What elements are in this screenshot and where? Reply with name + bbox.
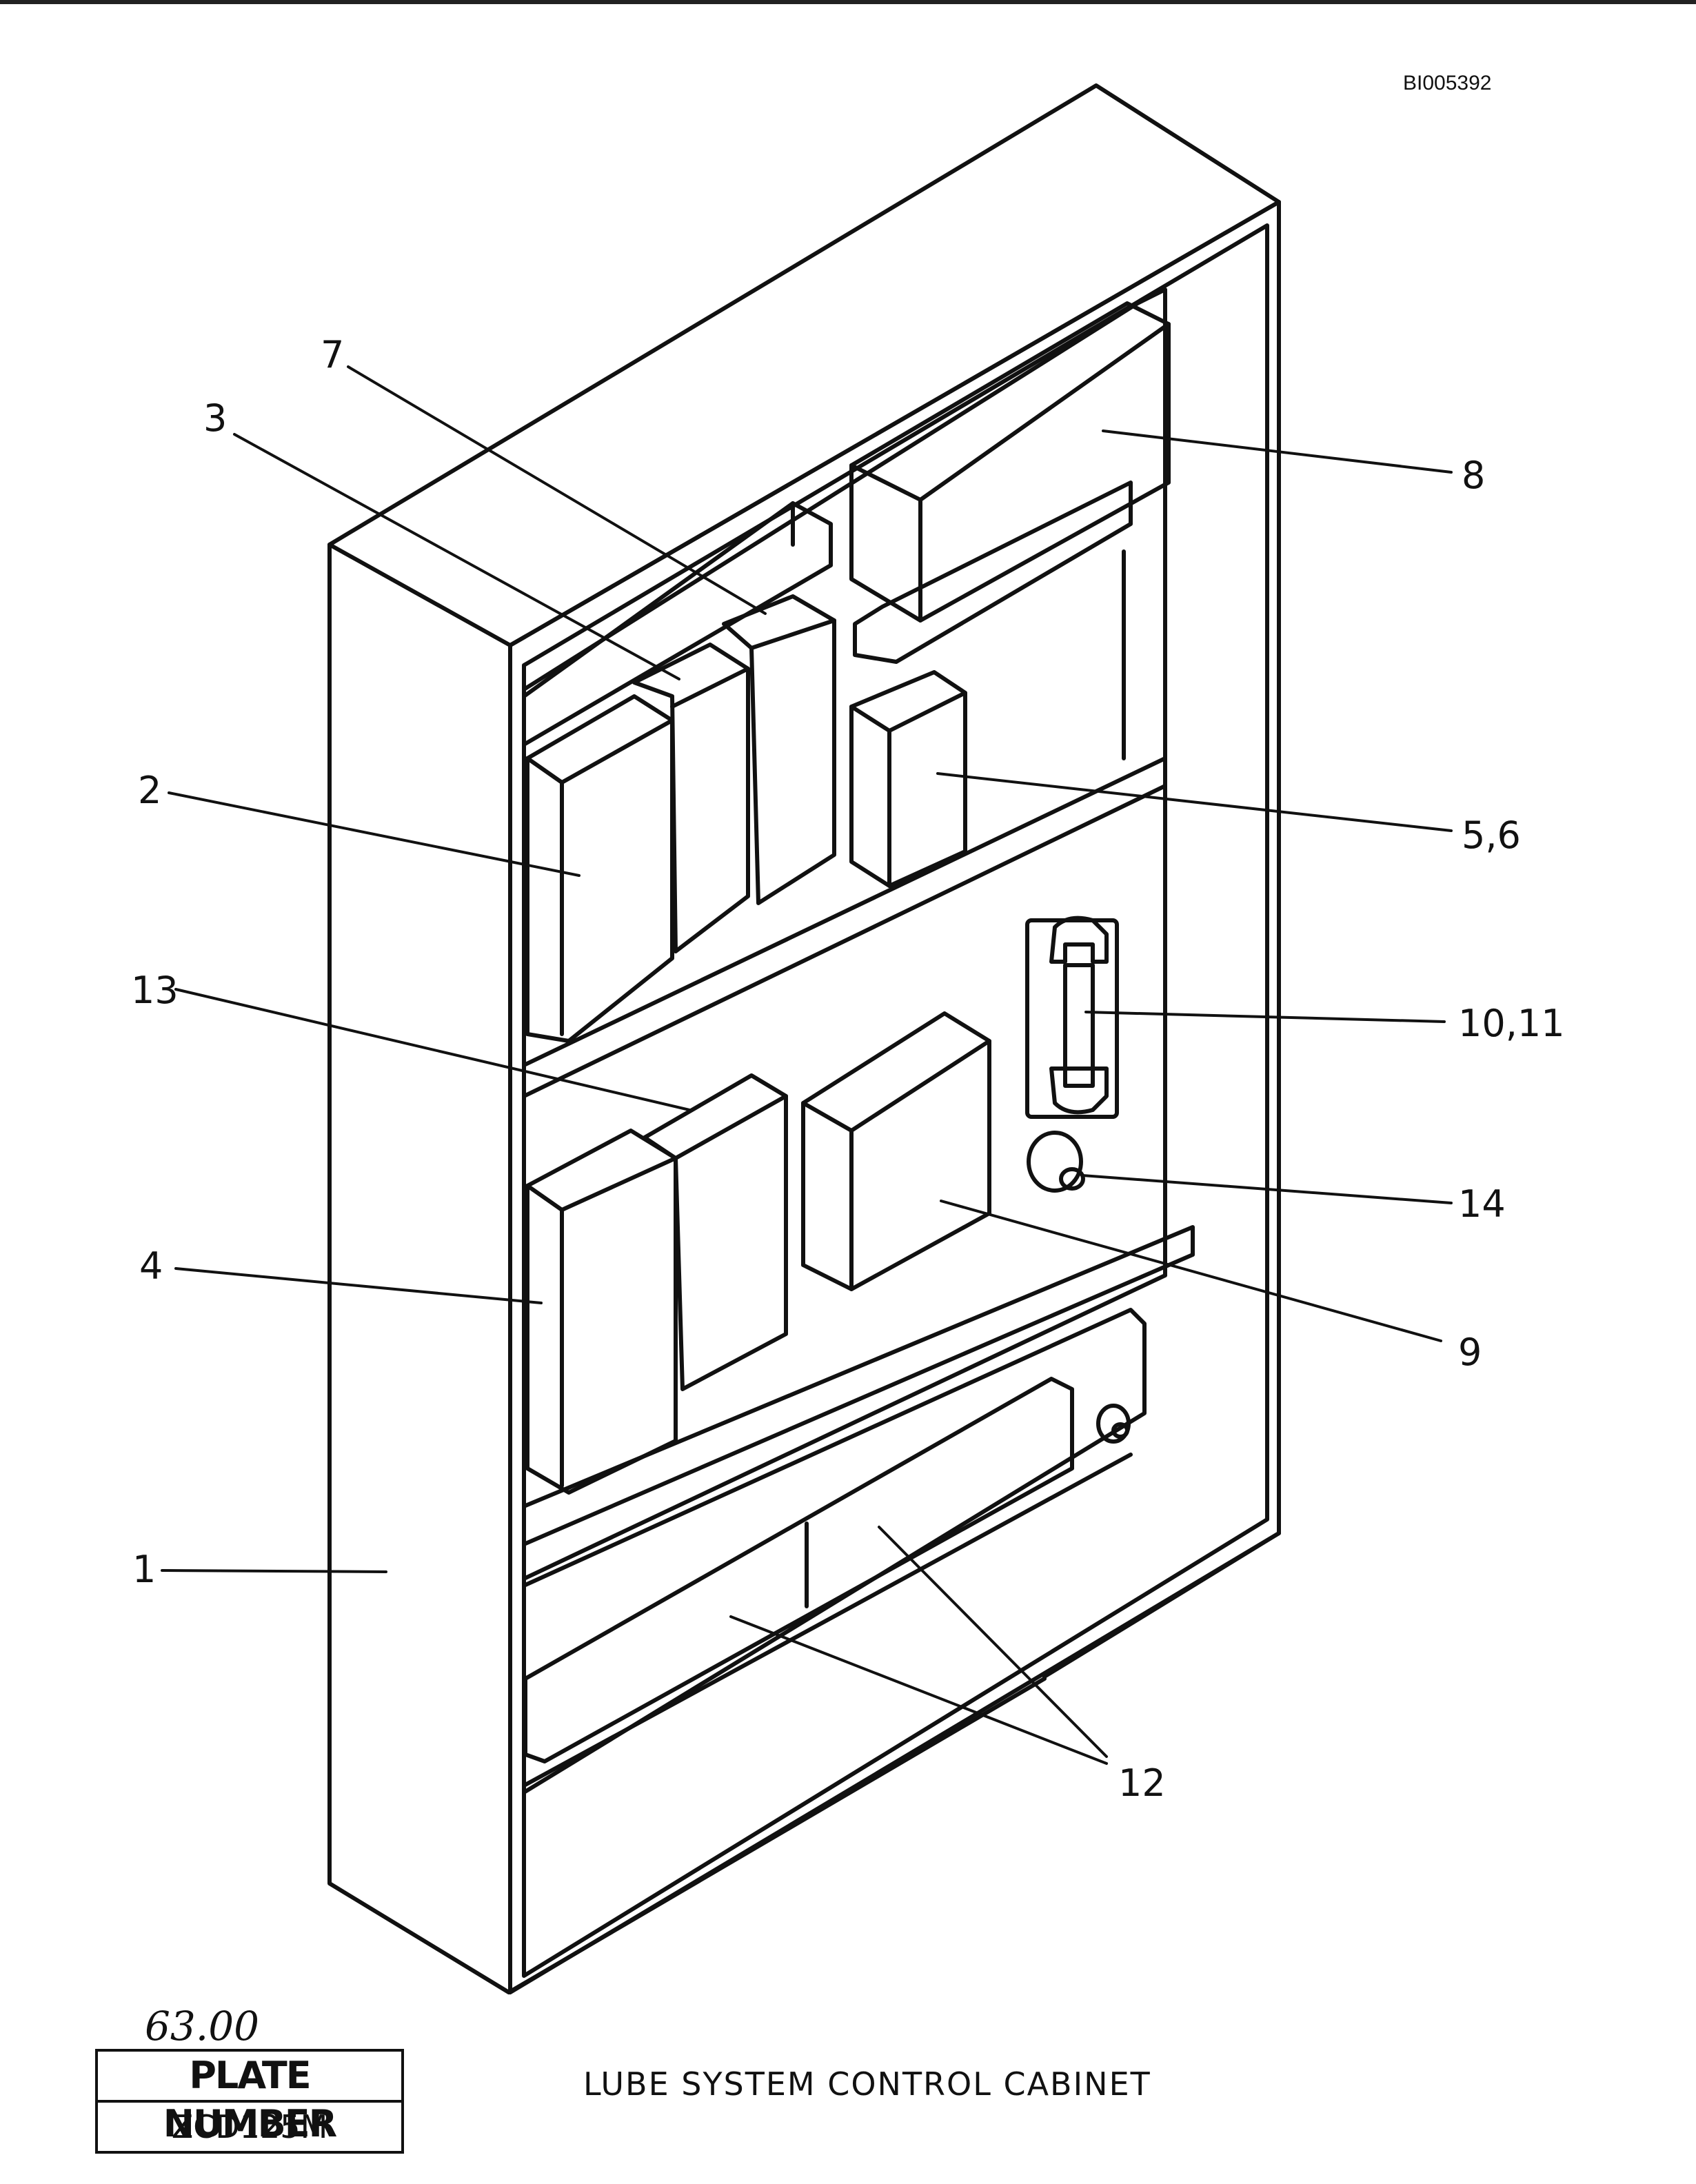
module-3 <box>632 643 750 953</box>
drawing-caption: LUBE SYSTEM CONTROL CABINET <box>583 2065 1151 2103</box>
plate-title: PLATE NUMBER <box>98 2052 401 2145</box>
leader-lines <box>161 365 1453 1765</box>
cabinet-shell <box>327 83 1281 1994</box>
middle-shelf <box>522 1225 1195 1546</box>
callout-13: 13 <box>131 969 179 1012</box>
handwritten-number: 63.00 <box>145 2003 260 2050</box>
callout-5-6: 5,6 <box>1462 813 1521 857</box>
callout-10-11: 10,11 <box>1458 1002 1565 1045</box>
plate-value: ZCD125M <box>171 2108 328 2145</box>
bracket <box>853 481 1133 664</box>
callout-14: 14 <box>1458 1182 1506 1226</box>
module-7 <box>722 594 836 905</box>
callout-7: 7 <box>321 333 345 376</box>
plate-number-box: PLATE NUMBER ZCD125M <box>95 2049 404 2154</box>
callout-8: 8 <box>1462 454 1486 497</box>
module-2 <box>525 694 674 1043</box>
module-8 <box>849 301 1171 623</box>
page-top-border <box>0 0 1696 4</box>
callout-2: 2 <box>138 769 162 812</box>
callout-12: 12 <box>1118 1761 1166 1805</box>
module-4 <box>525 1129 678 1495</box>
module-9 <box>801 1011 991 1291</box>
document-id: BI005392 <box>1403 72 1492 94</box>
upper-shelf <box>522 549 1167 1098</box>
lower-shelf <box>522 1308 1147 1794</box>
fuse-holder <box>1025 916 1119 1119</box>
callout-3: 3 <box>203 396 228 440</box>
callout-1: 1 <box>132 1548 157 1591</box>
top-rail <box>522 501 833 747</box>
module-13 <box>643 1073 788 1391</box>
terminal-strips <box>523 1377 1074 1763</box>
knob-14 <box>1027 1131 1085 1193</box>
module-5-6 <box>849 670 967 888</box>
callout-4: 4 <box>139 1244 163 1288</box>
callout-9: 9 <box>1458 1331 1482 1374</box>
knob-lower <box>1096 1404 1131 1444</box>
